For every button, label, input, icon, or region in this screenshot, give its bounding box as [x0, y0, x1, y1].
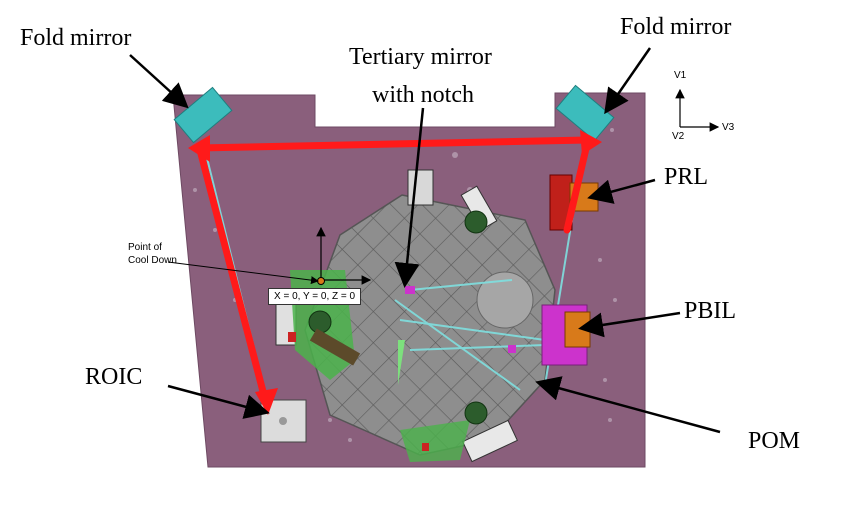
- red-part: [288, 332, 296, 342]
- pom-label: POM: [748, 428, 801, 454]
- origin-point: [317, 277, 325, 285]
- cool-down-label-line1: Point of: [128, 242, 162, 253]
- red-arrowhead-left: [188, 135, 210, 162]
- v2-axis-label: V2: [672, 131, 685, 142]
- green-wedge: [398, 340, 405, 385]
- prl-label: PRL: [664, 164, 709, 190]
- red-part-2: [422, 443, 429, 451]
- magenta-part-1: [405, 286, 415, 294]
- leader-arrows: [129, 47, 721, 434]
- pbil-cover: [564, 311, 591, 348]
- bench-holes: [193, 128, 617, 442]
- actuator-1: [308, 310, 332, 334]
- mount-bottom: [462, 419, 518, 463]
- origin-coordinates: X = 0, Y = 0, Z = 0: [268, 288, 362, 305]
- tertiary-mirror-label-line1: Tertiary mirror: [349, 44, 492, 70]
- cool-down-label-line2: Cool Down: [128, 255, 177, 266]
- magenta-part-2: [508, 345, 516, 353]
- fold-mirror-right-shape: [555, 84, 615, 142]
- cooldown-leader: [167, 261, 319, 285]
- red-beam-path: [194, 136, 592, 407]
- red-arrowhead-right: [580, 130, 602, 155]
- actuator-2: [464, 210, 488, 234]
- v-axes-indicator: [675, 88, 720, 132]
- pbil-label: PBIL: [684, 298, 737, 324]
- fold-mirror-right-label: Fold mirror: [620, 14, 732, 40]
- tertiary-mirror-label-line2: with notch: [372, 82, 474, 108]
- actuator-3: [464, 401, 488, 425]
- green-frame-bottom: [400, 420, 470, 462]
- origin-axes: [316, 226, 372, 285]
- dark-bar: [309, 328, 361, 366]
- mount-top: [407, 169, 434, 206]
- roic-label: ROIC: [85, 364, 143, 390]
- pom-disc: [476, 271, 534, 329]
- fold-mirror-left-shape: [173, 86, 233, 144]
- fold-mirror-left-label: Fold mirror: [20, 25, 132, 51]
- v1-axis-label: V1: [674, 70, 687, 81]
- v3-axis-label: V3: [722, 122, 735, 133]
